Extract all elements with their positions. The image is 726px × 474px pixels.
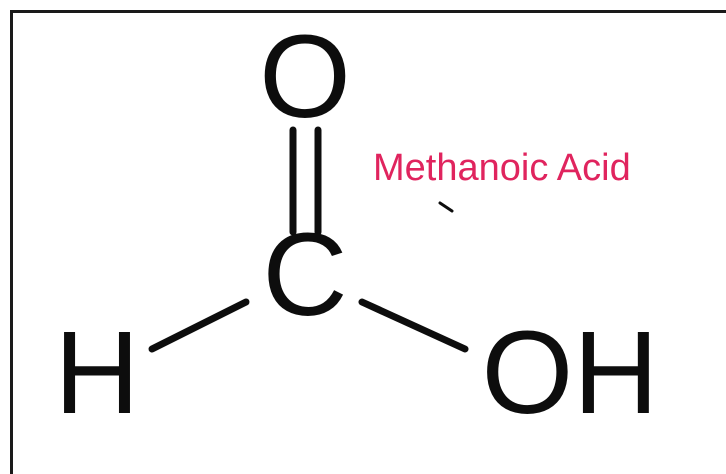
compound-name-label: Methanoic Acid	[373, 147, 631, 189]
frame-border-left	[10, 10, 13, 474]
group-hydroxyl: OH	[482, 307, 659, 439]
atom-carbon: C	[262, 209, 347, 341]
atom-oxygen-top: O	[259, 11, 351, 143]
atom-hydrogen: H	[54, 307, 139, 439]
single-bond-c-h	[148, 298, 250, 353]
pen-mark	[438, 201, 454, 213]
frame-border-top	[10, 10, 726, 13]
single-bond-c-oh	[358, 298, 469, 353]
